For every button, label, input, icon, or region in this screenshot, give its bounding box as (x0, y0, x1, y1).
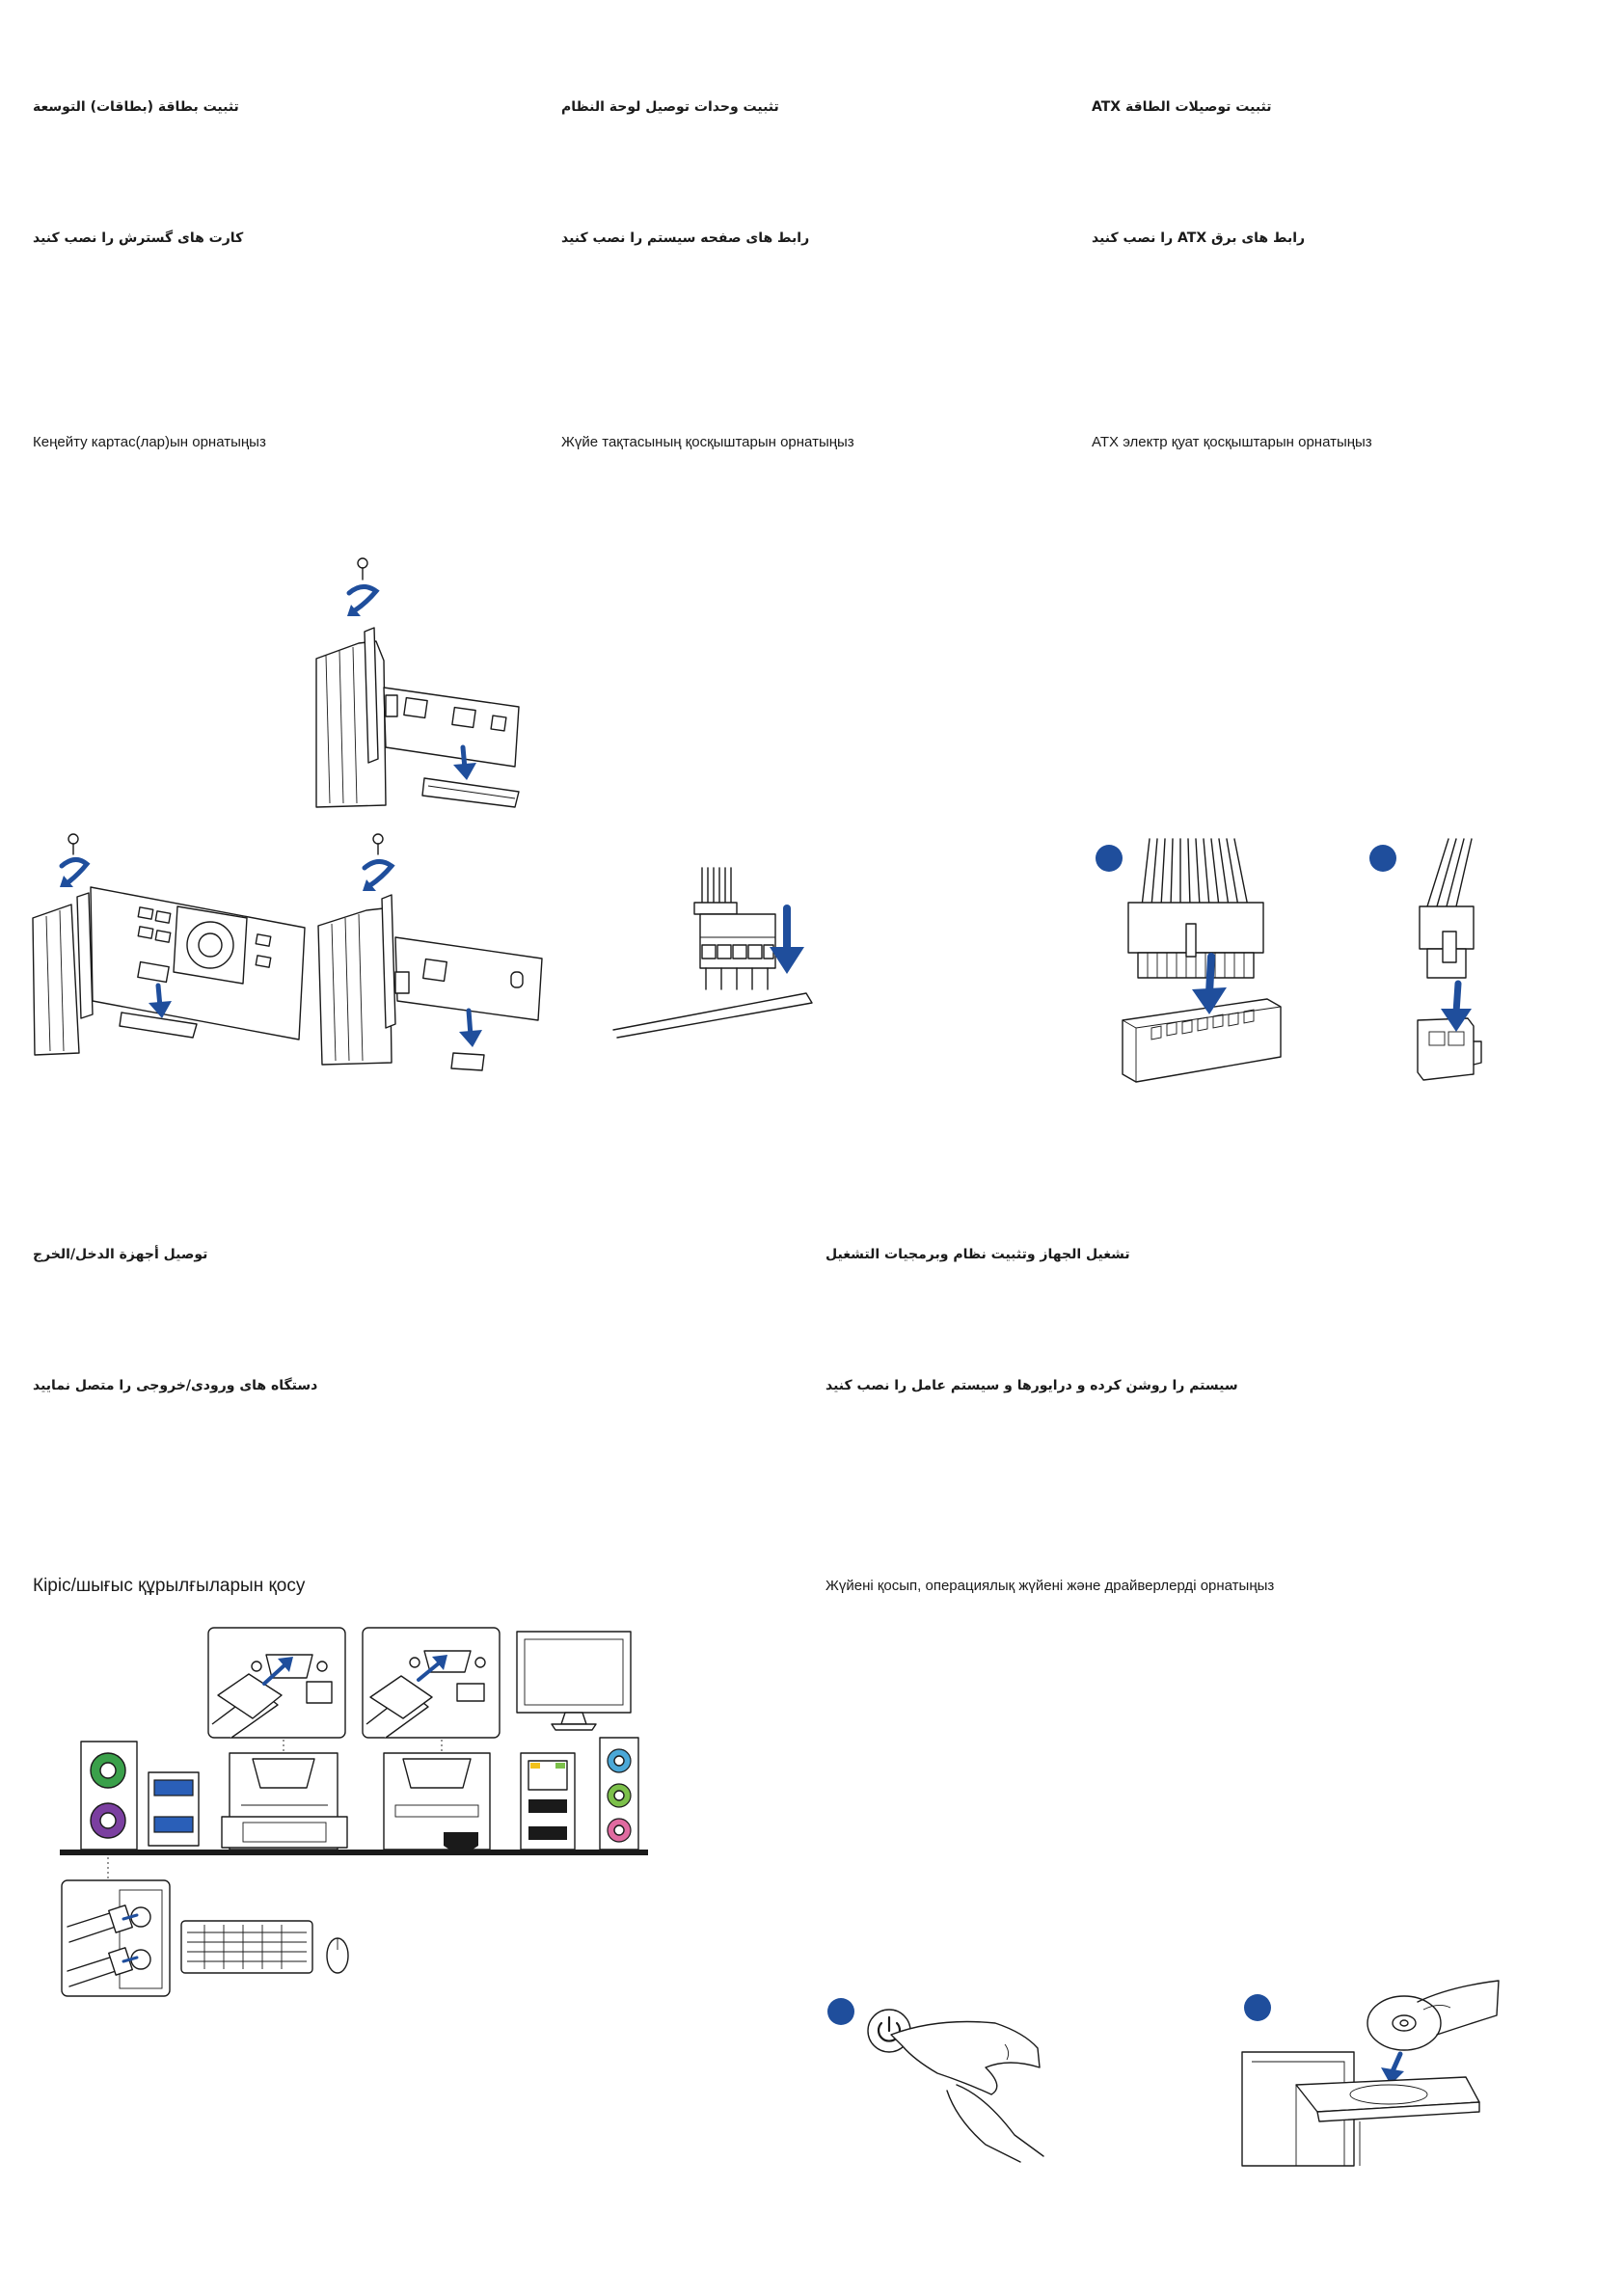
rotate-arrow-icon (346, 584, 380, 613)
heading-panel-ar: تثبيت وحدات توصيل لوحة النظام (561, 99, 779, 115)
step-badge-2 (1369, 845, 1396, 872)
heading-expansion-fa: کارت های گسترش را نصب کنید (33, 230, 244, 246)
rotate-arrow-icon (362, 859, 395, 888)
ps2-inset-box (61, 1879, 171, 1997)
heading-panel-fa: رابط های صفحه سیستم را نصب کنید (561, 230, 810, 246)
rotate-arrow-icon (59, 857, 91, 884)
screw-icon (68, 833, 79, 855)
heading-io-fa: دستگاه های ورودی/خروجی را متصل نمایید (33, 1378, 318, 1393)
step-badge-1 (1096, 845, 1123, 872)
screw-icon (372, 833, 384, 855)
heading-expansion-kk: Кеңейту картас(лар)ын орнатыңыз (33, 434, 266, 450)
heading-io-kk: Кіріс/шығыс құрылғыларын қосу (33, 1576, 306, 1596)
io-panel-illustration (60, 1627, 648, 1997)
step-badge-1 (827, 1998, 854, 2025)
mouse-icon (326, 1937, 349, 1974)
heading-io-ar: توصيل أجهزة الدخل/الخرج (33, 1247, 208, 1262)
keyboard-icon (180, 1920, 313, 1974)
usb-port-1[interactable] (528, 1799, 567, 1813)
heading-atx-ar: تثبيت توصيلات الطاقة ATX (1092, 99, 1272, 115)
heading-power-ar: تشغيل الجهاز وتثبيت نظام وبرمجيات التشغي… (826, 1247, 1130, 1262)
screw-icon (357, 557, 368, 581)
heading-atx-kk: ATX электр қуат қосқыштарын орнатыңыз (1092, 434, 1372, 450)
install-os-illustration (1241, 1980, 1500, 2167)
atx-24pin-illustration (1096, 838, 1282, 1083)
heading-expansion-ar: تثبيت بطاقة (بطاقات) التوسعة (33, 99, 239, 115)
usb3-port-1[interactable] (153, 1779, 194, 1796)
optical-disc-icon (1367, 1995, 1442, 2051)
expansion-card-illustration-1 (315, 557, 520, 808)
usb3-port-2[interactable] (153, 1816, 194, 1833)
step-badge-2 (1244, 1994, 1271, 2021)
panel-connector-illustration (612, 867, 813, 1039)
serial-port[interactable] (402, 1758, 472, 1789)
heading-atx-fa: رابط های برق ATX را نصب کنید (1092, 230, 1306, 246)
monitor-icon (516, 1631, 632, 1731)
heading-power-kk: Жүйені қосып, операциялық жүйені және др… (826, 1578, 1275, 1594)
atx-8pin-illustration (1369, 838, 1482, 1081)
expansion-card-illustration-2 (32, 833, 306, 1056)
expansion-card-illustration-3 (317, 833, 543, 1071)
vga-port[interactable] (252, 1758, 315, 1789)
dvi-port[interactable] (221, 1816, 348, 1849)
usb-port-2[interactable] (528, 1826, 567, 1840)
hdmi-port[interactable] (444, 1832, 478, 1850)
heading-panel-kk: Жүйе тақтасының қосқыштарын орнатыңыз (561, 434, 854, 450)
power-on-illustration (827, 1998, 1044, 2163)
heading-power-fa: سیستم را روشن کرده و درایورها و سیستم عا… (826, 1378, 1238, 1393)
